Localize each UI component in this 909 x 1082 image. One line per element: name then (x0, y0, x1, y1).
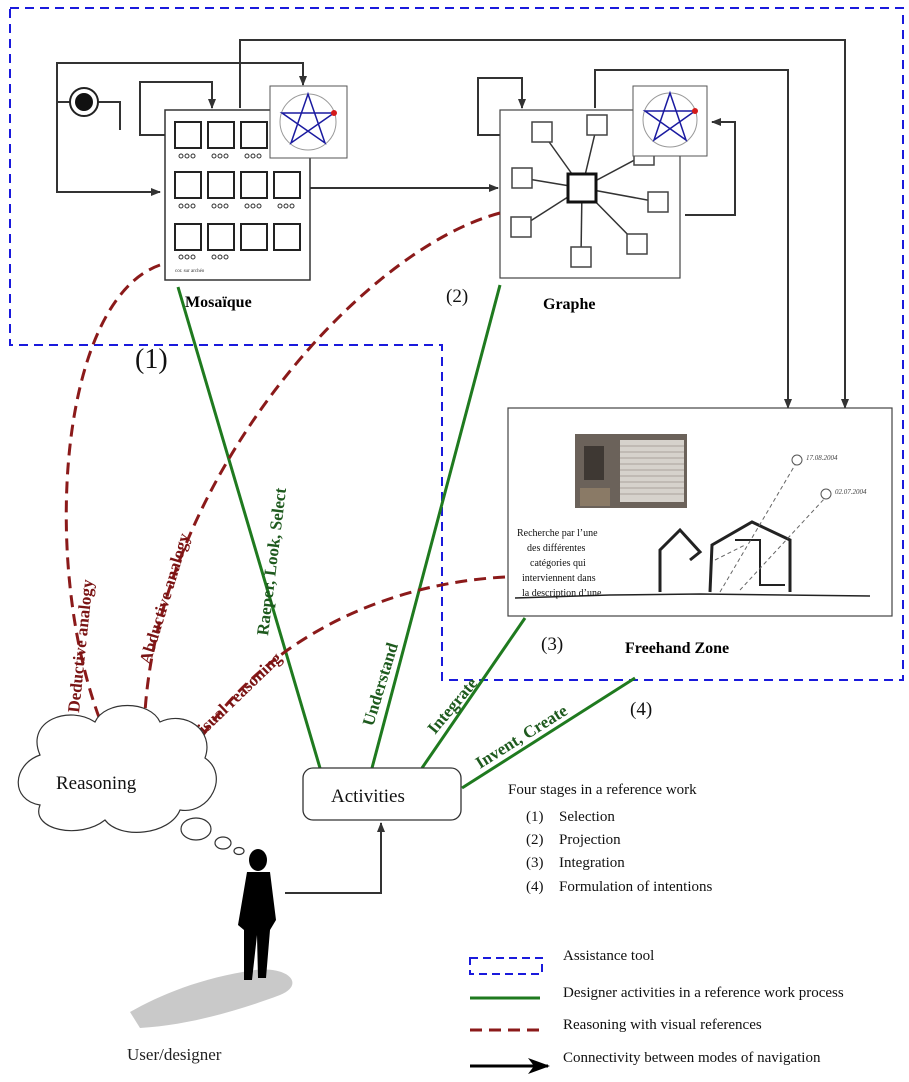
freehand-photo (575, 434, 687, 508)
graphe-panel[interactable] (499, 109, 681, 279)
freehand-sketch (514, 520, 871, 599)
mosaique-caption: cor. sur archéo (175, 269, 205, 274)
graphe-title: Graphe (543, 296, 595, 313)
legend-label-activities: Designer activities in a reference work … (563, 985, 844, 1001)
start-node-icon (69, 87, 99, 117)
freehand-title: Freehand Zone (625, 640, 729, 657)
mosaique-title: Mosaïque (185, 294, 252, 311)
user-to-activities-arrow (285, 822, 385, 894)
svg-text:(1): (1) (526, 809, 544, 825)
legend: Assistance tool Designer activities in a… (469, 948, 844, 1074)
activity-lines (176, 284, 636, 790)
freehand-date-2: 02.07.2004 (835, 488, 867, 496)
svg-text:la description d’une: la description d’une (522, 588, 602, 599)
stage-marker-3: (3) (541, 634, 563, 655)
freehand-sun-lines (714, 464, 826, 593)
legend-label-assistance: Assistance tool (563, 948, 654, 964)
svg-text:interviennent dans: interviennent dans (522, 573, 596, 584)
legend-label-connectivity: Connectivity between modes of navigation (563, 1050, 821, 1066)
graphe-nodes (510, 114, 669, 268)
stage-marker-4: (4) (630, 699, 652, 720)
activities-node-label: Activities (331, 786, 405, 807)
user-silhouette-icon (130, 849, 293, 1028)
sun-icon (791, 454, 832, 500)
svg-text:(3): (3) (526, 855, 544, 871)
svg-text:(2): (2) (526, 832, 544, 848)
reasoning-label-abductive: Abductive analogy (136, 531, 194, 667)
assistance-tool-outline (9, 7, 904, 681)
svg-text:Formulation of intentions: Formulation of intentions (559, 879, 712, 895)
stages-list: Four stages in a reference work (1) Selec… (508, 782, 712, 895)
reasoning-curves (64, 211, 506, 766)
svg-text:Integration: Integration (559, 855, 625, 871)
svg-text:catégories qui: catégories qui (530, 558, 586, 569)
stage-marker-1: (1) (135, 344, 168, 375)
reasoning-cloud (17, 704, 245, 856)
svg-text:des différentes: des différentes (527, 543, 586, 554)
navigation-arrows (56, 39, 849, 409)
freehand-date-1: 17.08.2004 (806, 454, 838, 462)
activity-label-integrate: Integrate (424, 674, 482, 738)
activities-node[interactable] (302, 767, 462, 821)
svg-text:Recherche par l’une: Recherche par l’une (517, 528, 598, 539)
activity-label-invent: Invent, Create (472, 701, 571, 773)
reasoning-node-label: Reasoning (56, 773, 137, 794)
freehand-text: Recherche par l’une des différentes caté… (517, 528, 602, 599)
stage-marker-2: (2) (446, 286, 468, 307)
star-graph-thumbnail-2 (632, 85, 708, 157)
star-graph-thumbnail-1 (269, 85, 348, 159)
svg-text:(4): (4) (526, 879, 544, 895)
legend-swatch-assistance (469, 957, 543, 975)
user-node-label: User/designer (127, 1045, 222, 1064)
legend-label-reasoning: Reasoning with visual references (563, 1017, 762, 1033)
svg-text:Selection: Selection (559, 809, 615, 825)
freehand-zone-panel[interactable]: 17.08.2004 02.07.2004 Recherche par l’un… (507, 407, 893, 617)
mosaique-panel[interactable]: cor. sur archéo (164, 109, 311, 281)
stages-title: Four stages in a reference work (508, 782, 697, 798)
mosaique-dots (178, 153, 295, 260)
svg-text:Projection: Projection (559, 832, 621, 848)
mosaique-thumbnails (174, 121, 301, 251)
